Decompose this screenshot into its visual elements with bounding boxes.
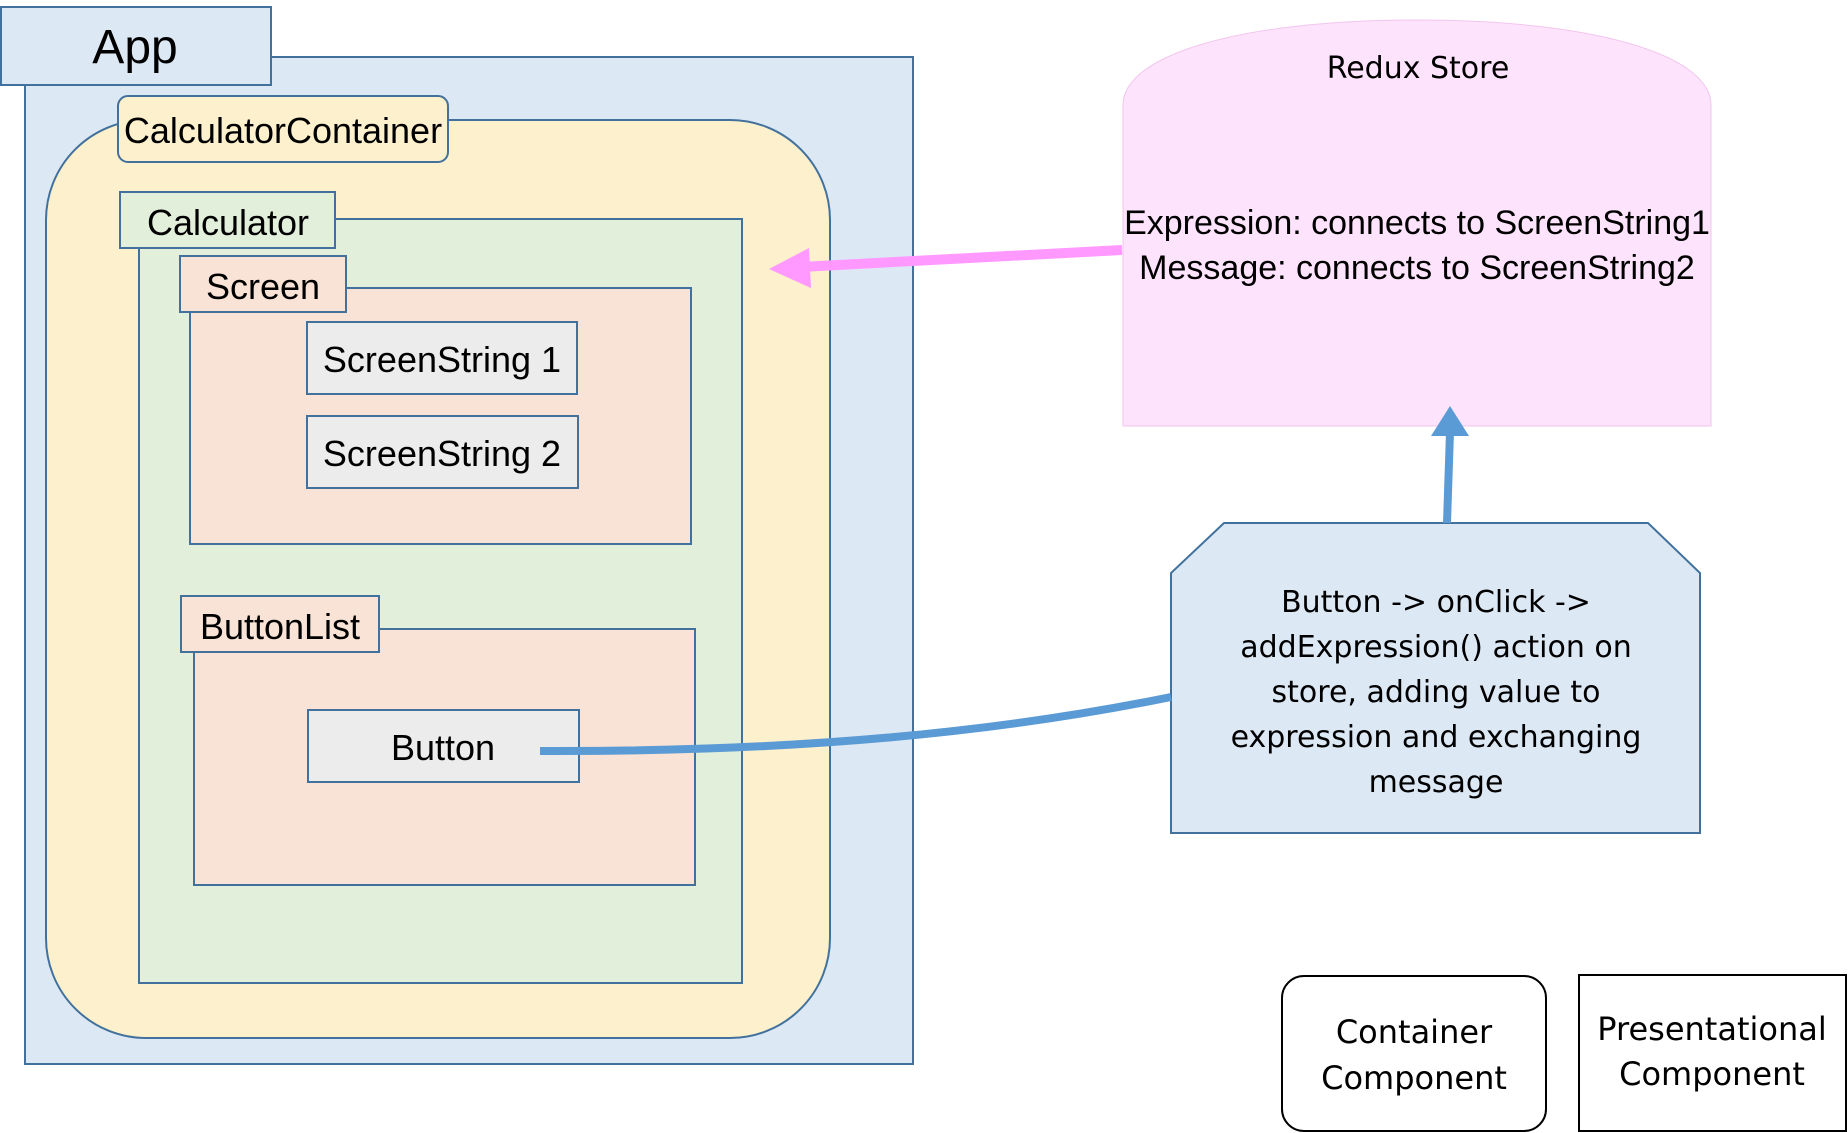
store-to-container-arrow-line bbox=[799, 245, 1123, 272]
redux-store-line-2: Message: connects to ScreenString2 bbox=[1139, 249, 1695, 287]
redux-store-line-1: Expression: connects to ScreenString1 bbox=[1124, 204, 1710, 242]
calculator-container-label: CalculatorContainer bbox=[124, 110, 442, 151]
legend-container-line-2: Component bbox=[1321, 1059, 1507, 1097]
app-label-tab bbox=[0, 6, 272, 86]
screen-label-tab bbox=[179, 255, 347, 313]
action-note-shape bbox=[1170, 522, 1701, 834]
screen-string-1-label: ScreenString 1 bbox=[323, 339, 561, 380]
action-note-line-3: store, adding value to bbox=[1272, 675, 1601, 710]
calculator-container-label-tab bbox=[117, 95, 449, 163]
button-list-label-tab bbox=[180, 595, 380, 653]
app-label: App bbox=[92, 21, 177, 74]
legend-container-line-1: Container bbox=[1336, 1013, 1493, 1051]
screen-string-2-label: ScreenString 2 bbox=[323, 433, 561, 474]
redux-store-shape bbox=[1122, 19, 1712, 427]
store-to-container-arrowhead bbox=[769, 248, 811, 288]
calculator-label-tab bbox=[119, 191, 336, 249]
button-box bbox=[307, 709, 580, 783]
redux-store-title: Redux Store bbox=[1327, 51, 1510, 86]
button-to-note-connector bbox=[539, 693, 1172, 756]
legend-container-component-box bbox=[1281, 975, 1547, 1132]
screen-string-2-box bbox=[306, 415, 579, 489]
screen-label: Screen bbox=[206, 266, 320, 307]
action-note-line-1: Button -> onClick -> bbox=[1281, 585, 1591, 620]
legend-presentational-component-box bbox=[1578, 974, 1847, 1132]
legend-presentational-line-1: Presentational bbox=[1597, 1010, 1826, 1048]
action-note-line-5: message bbox=[1369, 765, 1504, 800]
screen-string-1-box bbox=[306, 321, 578, 395]
note-to-store-arrowhead bbox=[1431, 406, 1469, 436]
legend-presentational-line-2: Component bbox=[1619, 1055, 1805, 1093]
action-note-line-2: addExpression() action on bbox=[1240, 630, 1632, 665]
button-list-label: ButtonList bbox=[200, 606, 360, 647]
button-label: Button bbox=[391, 727, 495, 768]
action-note-line-4: expression and exchanging bbox=[1231, 720, 1642, 755]
note-to-store-arrow-line bbox=[1443, 431, 1454, 524]
calculator-label: Calculator bbox=[147, 202, 309, 243]
